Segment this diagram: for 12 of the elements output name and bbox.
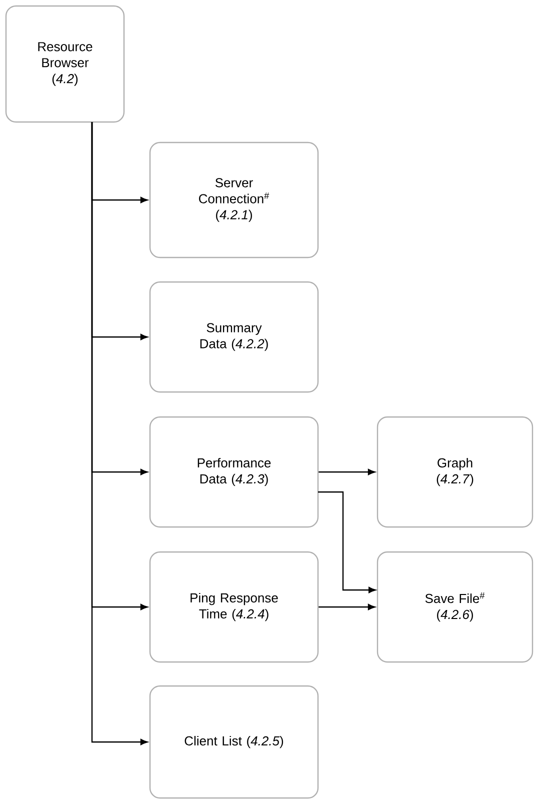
arrow — [318, 468, 376, 476]
process-box: Server Connection$^{#}$ (4.2.1) — [149, 142, 319, 258]
process-box: Performance Data (4.2.3) — [149, 416, 319, 528]
arrow — [91, 122, 148, 746]
process-box: Summary Data (4.2.2) — [149, 281, 319, 393]
process-box: Client List (4.2.5) — [149, 685, 319, 799]
process-box: Ping Response Time (4.2.4) — [149, 551, 319, 663]
arrow — [318, 491, 376, 594]
process-box: Save File$^{#}$ (4.2.6) — [376, 551, 534, 663]
process-box: Resource Browser (4.2) — [5, 5, 125, 123]
process-box: Graph (4.2.7) — [376, 416, 534, 528]
arrow — [318, 604, 376, 610]
